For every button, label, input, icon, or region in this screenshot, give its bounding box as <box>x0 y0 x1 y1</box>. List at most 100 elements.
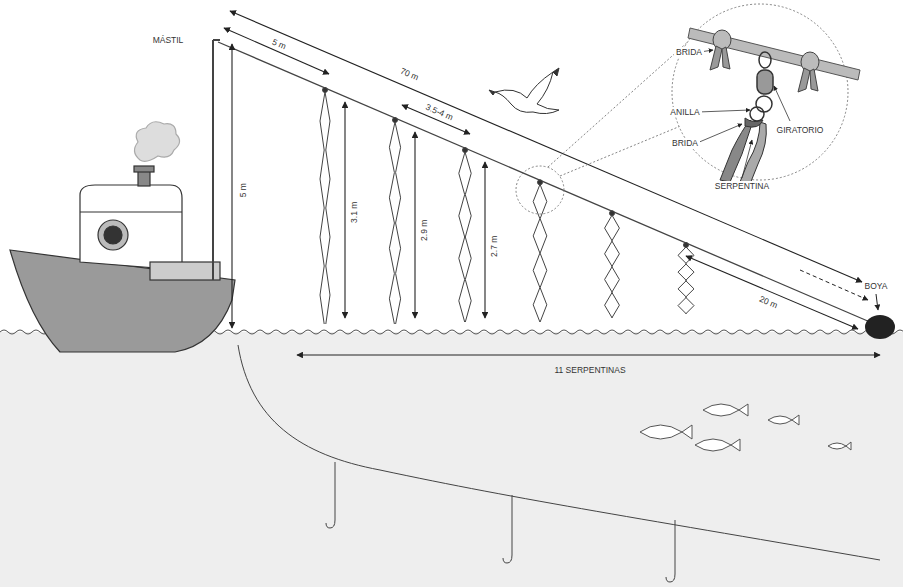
drawing-part <box>516 166 564 214</box>
drawing-part <box>722 47 730 69</box>
drawing-part <box>768 415 799 425</box>
drawing-part <box>810 69 818 91</box>
streamer <box>465 152 471 322</box>
dimension-label: 2.9 m <box>420 217 431 242</box>
drawing-part <box>745 118 763 127</box>
drawing-part <box>489 90 495 95</box>
drawing-part <box>640 425 692 439</box>
drawing-part <box>326 520 335 528</box>
streamer <box>459 152 465 322</box>
drawing-part <box>710 46 722 70</box>
drawing-part <box>231 44 232 328</box>
drawing-part <box>750 52 773 121</box>
drawing-part <box>742 140 752 178</box>
drawing-part <box>675 520 676 574</box>
drawing-part <box>150 262 220 280</box>
drawing-part <box>80 185 182 270</box>
drawing-part <box>495 72 559 114</box>
fish <box>640 404 851 451</box>
drawing-part <box>104 226 122 244</box>
streamer-knot <box>323 87 328 92</box>
streamers <box>320 87 694 324</box>
streamer <box>395 122 401 324</box>
dashed-extension <box>800 270 868 300</box>
drawing-part <box>414 132 415 318</box>
drawing-part <box>560 125 683 176</box>
drawing-part <box>484 162 485 318</box>
drawing-part <box>503 555 512 563</box>
dimension-label: 3.1 m <box>350 199 361 224</box>
drawing-part <box>212 40 214 280</box>
drawing-part <box>688 28 860 80</box>
drawing-part <box>697 50 790 178</box>
drawing-part <box>98 220 128 250</box>
drawing-part <box>703 404 748 416</box>
drawing-part <box>774 86 790 121</box>
mast-label: MÁSTIL <box>151 35 186 46</box>
drawing-part <box>134 166 154 172</box>
dimension-label: 11 SERPENTINAS <box>552 365 627 376</box>
drawing-part <box>697 124 742 143</box>
streamer <box>320 92 325 324</box>
drawing-part <box>335 462 336 520</box>
detail-inset <box>672 4 860 184</box>
part-label: ANILLA <box>668 107 701 118</box>
drawing-part <box>553 68 559 76</box>
longline <box>238 345 880 582</box>
dimension-label: 20 m <box>755 293 780 312</box>
buoy <box>865 294 895 339</box>
streamer <box>540 184 547 322</box>
streamer-knot <box>463 148 468 153</box>
drawing-part <box>512 495 513 555</box>
drawing-part <box>720 118 766 184</box>
streamer-knot <box>393 118 398 123</box>
drawing-part <box>757 70 773 94</box>
drawing-part <box>344 102 345 318</box>
streamer <box>605 215 613 318</box>
dimension-label: 5 m <box>238 181 249 199</box>
streamer <box>325 92 330 324</box>
dimension-label: 2.7 m <box>490 233 501 258</box>
drawing-part <box>828 442 851 450</box>
drawing-part <box>666 574 675 582</box>
part-label: BRIDA <box>674 47 704 58</box>
streamer-knot <box>684 242 689 247</box>
part-label: BRIDA <box>670 138 700 149</box>
streamer-knot <box>610 211 615 216</box>
drawing-part <box>80 211 182 212</box>
boat <box>10 122 235 352</box>
streamer <box>533 184 540 322</box>
mast <box>213 40 220 280</box>
drawing-part <box>759 52 771 68</box>
drawing-part <box>0 332 903 587</box>
streamer-knot <box>538 180 543 185</box>
dimension-label: 70 m <box>396 65 421 84</box>
drawing-part <box>740 122 766 184</box>
drawing-part <box>756 96 772 112</box>
streamer <box>389 122 395 324</box>
drawing-part <box>686 256 858 329</box>
drawing-part <box>238 345 880 560</box>
dimension-label: 5 m <box>269 36 290 53</box>
drawing-part <box>134 122 179 162</box>
part-label: GIRATORIO <box>775 125 826 136</box>
drawing-part <box>876 294 878 310</box>
part-label: SERPENTINA <box>713 181 771 192</box>
detail-callout <box>516 40 690 214</box>
tori-line <box>218 42 870 322</box>
drawing-part <box>224 28 329 74</box>
buoy-label: BOYA <box>863 281 890 292</box>
drawing-part <box>750 107 764 121</box>
drawing-part <box>213 39 220 41</box>
drawing-part <box>865 315 895 339</box>
streamer <box>612 215 620 318</box>
seagull <box>489 68 559 114</box>
drawing-part <box>698 110 750 112</box>
sea <box>0 330 903 587</box>
drawing-part <box>798 68 810 92</box>
dimension-label: 3.5-4 m <box>422 101 456 124</box>
drawing-part <box>695 439 740 451</box>
drawing-part <box>548 40 690 167</box>
